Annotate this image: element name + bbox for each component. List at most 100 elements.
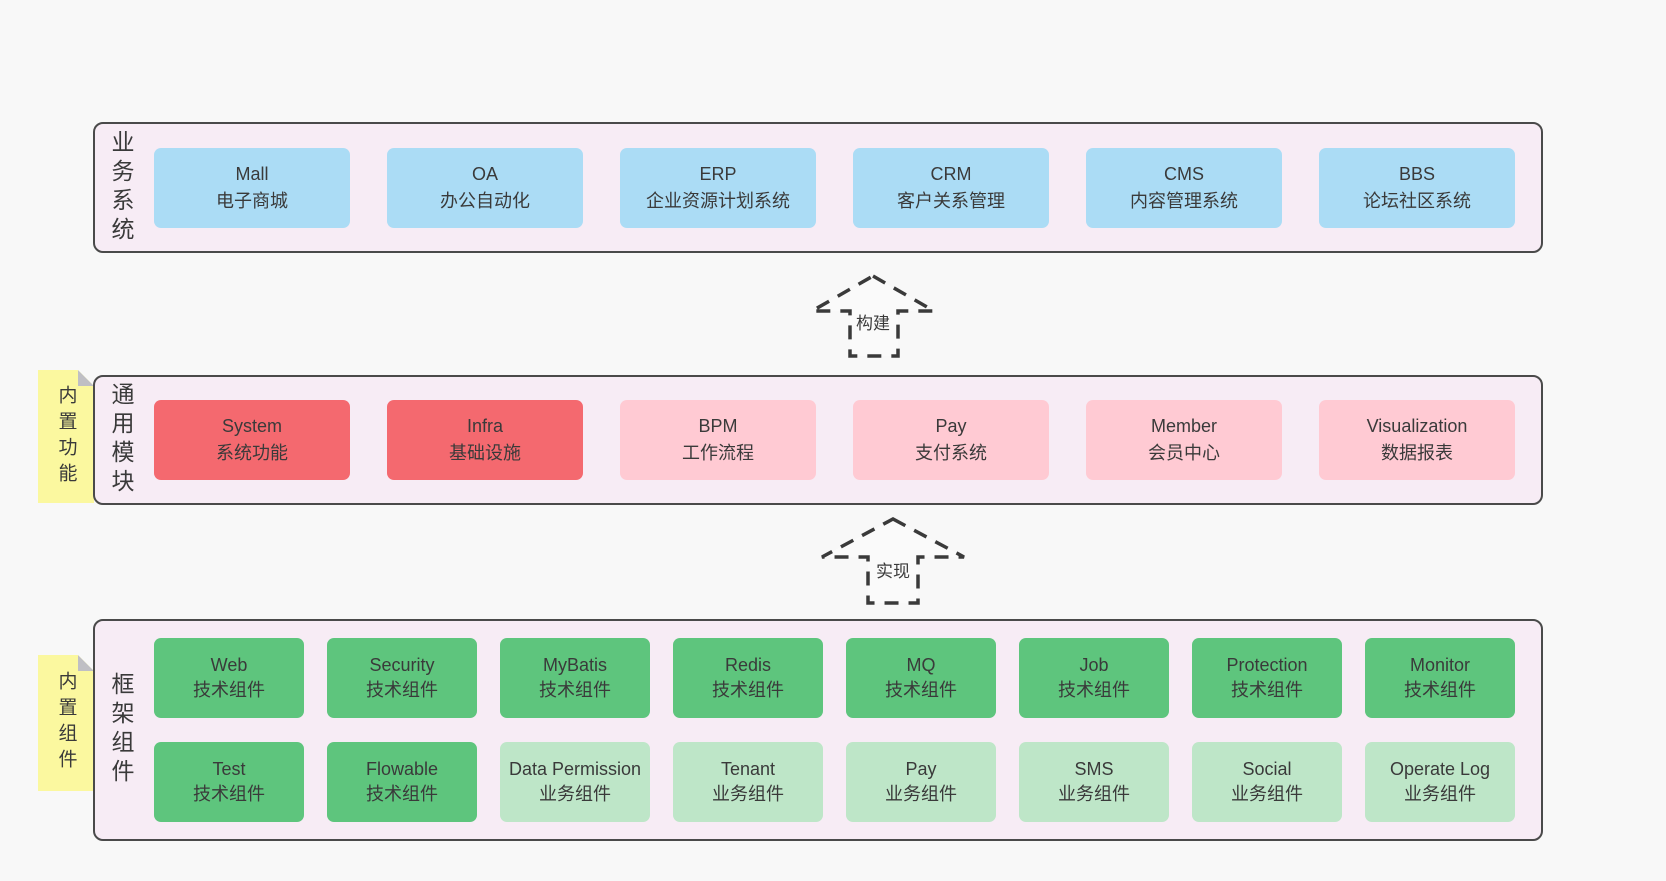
box-name: Pay xyxy=(935,416,967,436)
sticky-note-built-in-components: 内置组件 xyxy=(38,655,94,791)
box-name: Job xyxy=(1079,655,1109,675)
box-sms-biz: SMS 业务组件 xyxy=(1019,742,1169,822)
box-bpm: BPM 工作流程 xyxy=(620,400,816,480)
box-flowable-tech: Flowable 技术组件 xyxy=(327,742,477,822)
box-name: OA xyxy=(471,163,498,184)
box-name: Member xyxy=(1150,416,1217,436)
box-name: Visualization xyxy=(1366,416,1468,436)
box-social-biz: Social 业务组件 xyxy=(1192,742,1342,822)
box-desc: 业务组件 xyxy=(885,784,957,804)
box-name: Monitor xyxy=(1409,655,1471,675)
box-name: Test xyxy=(212,759,246,779)
box-redis-tech: Redis 技术组件 xyxy=(673,638,823,718)
box-desc: 技术组件 xyxy=(193,680,265,700)
box-pay-biz: Pay 业务组件 xyxy=(846,742,996,822)
box-name: Protection xyxy=(1226,655,1308,675)
box-name: Operate Log xyxy=(1389,759,1491,779)
band-label-framework-components: 框架组件 xyxy=(108,672,134,788)
box-desc: 基础设施 xyxy=(449,443,521,463)
box-desc: 技术组件 xyxy=(193,784,265,804)
box-desc: 内容管理系统 xyxy=(1130,190,1238,211)
sticky-label: 内置组件 xyxy=(55,671,77,775)
box-name: CMS xyxy=(1164,163,1204,184)
box-web-tech: Web 技术组件 xyxy=(154,638,304,718)
box-desc: 数据报表 xyxy=(1381,443,1453,463)
folded-corner-icon xyxy=(78,655,94,671)
box-desc: 技术组件 xyxy=(366,680,438,700)
band-label-common-modules: 通用模块 xyxy=(108,382,134,498)
box-name: Security xyxy=(369,655,435,675)
box-desc: 电子商城 xyxy=(216,190,288,211)
box-erp: ERP 企业资源计划系统 xyxy=(620,147,816,228)
box-mybatis-tech: MyBatis 技术组件 xyxy=(500,638,650,718)
box-name: BPM xyxy=(698,416,738,436)
arrow-implement-label: 实现 xyxy=(873,557,913,582)
sticky-note-built-in-functions: 内置功能 xyxy=(38,370,94,503)
box-cms: CMS 内容管理系统 xyxy=(1086,147,1282,228)
framework-components-grid: Web 技术组件 Security 技术组件 MyBatis 技术组件 Redi… xyxy=(132,638,1541,822)
box-tenant-biz: Tenant 业务组件 xyxy=(673,742,823,822)
box-desc: 业务组件 xyxy=(1404,784,1476,804)
box-desc: 技术组件 xyxy=(1231,680,1303,700)
box-desc: 技术组件 xyxy=(539,680,611,700)
box-desc: 技术组件 xyxy=(1058,680,1130,700)
box-desc: 办公自动化 xyxy=(440,190,530,211)
arrow-build-label: 构建 xyxy=(853,309,893,334)
box-name: Redis xyxy=(724,655,772,675)
arrow-build: 构建 xyxy=(809,273,937,359)
band-common-modules: 通用模块 System 系统功能 Infra 基础设施 BPM 工作流程 Pay… xyxy=(93,375,1543,505)
box-name: Pay xyxy=(905,759,937,779)
box-name: Infra xyxy=(466,416,504,436)
box-system: System 系统功能 xyxy=(154,400,350,480)
box-name: MQ xyxy=(906,655,936,675)
box-operate-log-biz: Operate Log 业务组件 xyxy=(1365,742,1515,822)
box-desc: 技术组件 xyxy=(366,784,438,804)
box-security-tech: Security 技术组件 xyxy=(327,638,477,718)
band-label-business-systems: 业务系统 xyxy=(108,129,134,246)
box-name: System xyxy=(221,416,282,436)
box-desc: 业务组件 xyxy=(539,784,611,804)
box-desc: 支付系统 xyxy=(915,443,987,463)
box-name: MyBatis xyxy=(542,655,607,675)
box-crm: CRM 客户关系管理 xyxy=(853,147,1049,228)
box-desc: 论坛社区系统 xyxy=(1363,190,1471,211)
box-job-tech: Job 技术组件 xyxy=(1019,638,1169,718)
box-desc: 技术组件 xyxy=(1404,680,1476,700)
box-desc: 技术组件 xyxy=(885,680,957,700)
box-mq-tech: MQ 技术组件 xyxy=(846,638,996,718)
box-oa: OA 办公自动化 xyxy=(387,147,583,228)
box-monitor-tech: Monitor 技术组件 xyxy=(1365,638,1515,718)
box-desc: 技术组件 xyxy=(712,680,784,700)
box-name: ERP xyxy=(699,163,737,184)
box-name: Social xyxy=(1242,759,1292,779)
box-name: Web xyxy=(210,655,248,675)
box-desc: 业务组件 xyxy=(1231,784,1303,804)
box-desc: 会员中心 xyxy=(1148,443,1220,463)
box-name: Mall xyxy=(235,163,269,184)
box-desc: 系统功能 xyxy=(216,443,288,463)
box-pay-system: Pay 支付系统 xyxy=(853,400,1049,480)
business-systems-row: Mall 电子商城 OA 办公自动化 ERP 企业资源计划系统 CRM 客户关系… xyxy=(132,147,1541,228)
band-business-systems: 业务系统 Mall 电子商城 OA 办公自动化 ERP 企业资源计划系统 CRM… xyxy=(93,122,1543,253)
box-name: BBS xyxy=(1398,163,1436,184)
box-test-tech: Test 技术组件 xyxy=(154,742,304,822)
band-framework-components: 框架组件 Web 技术组件 Security 技术组件 MyBatis 技术组件… xyxy=(93,619,1543,841)
box-name: Tenant xyxy=(720,759,776,779)
box-name: CRM xyxy=(930,163,972,184)
box-desc: 业务组件 xyxy=(1058,784,1130,804)
box-desc: 企业资源计划系统 xyxy=(646,190,790,211)
box-name: Data Permission xyxy=(508,759,642,779)
box-desc: 业务组件 xyxy=(712,784,784,804)
box-name: SMS xyxy=(1074,759,1114,779)
box-mall: Mall 电子商城 xyxy=(154,147,350,228)
box-visualization: Visualization 数据报表 xyxy=(1319,400,1515,480)
box-bbs: BBS 论坛社区系统 xyxy=(1319,147,1515,228)
box-desc: 工作流程 xyxy=(682,443,754,463)
box-member: Member 会员中心 xyxy=(1086,400,1282,480)
common-modules-row: System 系统功能 Infra 基础设施 BPM 工作流程 Pay 支付系统… xyxy=(132,400,1541,480)
arrow-implement: 实现 xyxy=(819,516,967,606)
box-name: Flowable xyxy=(365,759,439,779)
box-desc: 客户关系管理 xyxy=(897,190,1005,211)
sticky-label: 内置功能 xyxy=(55,384,77,489)
box-infra: Infra 基础设施 xyxy=(387,400,583,480)
